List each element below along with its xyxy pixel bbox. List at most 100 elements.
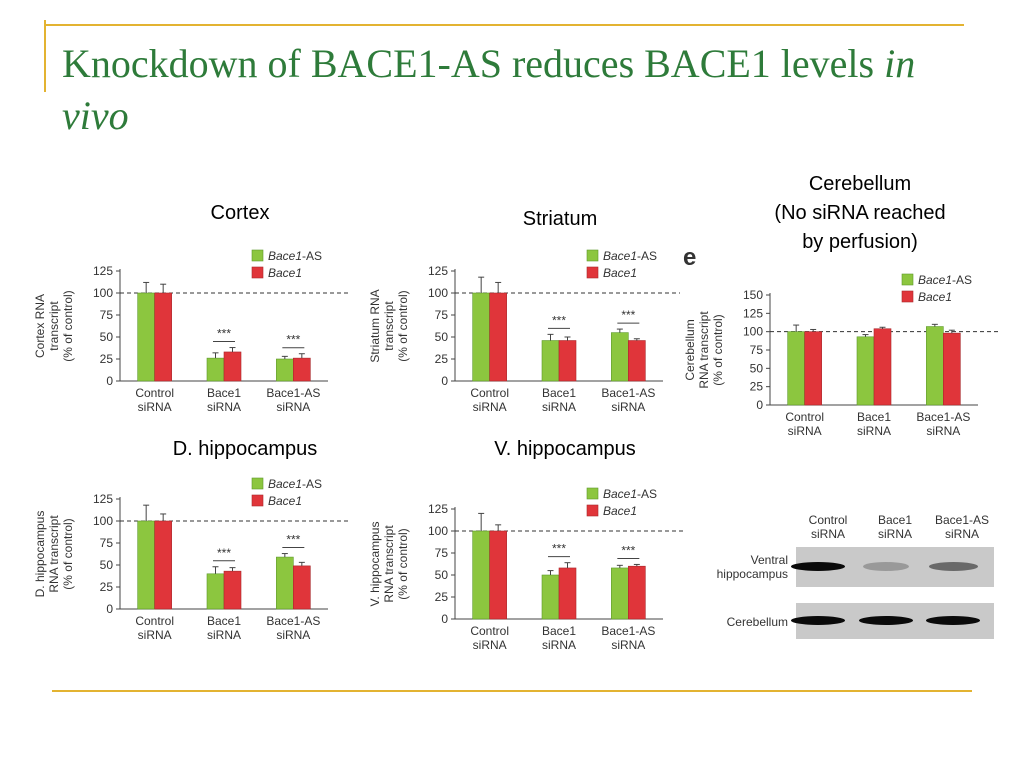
legend-label-2: Bace1 — [603, 266, 637, 280]
y-tick-label-1: 25 — [100, 352, 114, 366]
bar-cortex-1-bace1 — [154, 292, 172, 382]
y-tick-label-0: 0 — [106, 374, 113, 388]
blot-band-row1-lane1 — [791, 562, 845, 571]
x-tick-label-2-line-2: siRNA — [857, 424, 891, 438]
legend-label-1: Bace1-AS — [603, 249, 657, 263]
x-tick-label-1-line-2: siRNA — [473, 400, 507, 414]
x-tick-label-2-line-2: siRNA — [542, 400, 576, 414]
bar-cerebellum-3-bace1 — [943, 332, 961, 406]
y-axis-label-line-3: (% of control) — [711, 314, 725, 385]
x-tick-label-3-line-2: siRNA — [926, 424, 960, 438]
significance-label-3: *** — [286, 533, 300, 547]
x-tick-label-2-line-1: Bace1 — [207, 614, 241, 628]
x-tick-label-1-line-2: siRNA — [138, 400, 172, 414]
bar-striatum-2-bace1 — [558, 340, 577, 382]
x-tick-label-3-line-1: Bace1-AS — [266, 614, 320, 628]
blot-row-label-1-line2: hippocampus — [716, 567, 788, 581]
x-tick-label-1-line-2: siRNA — [473, 638, 507, 652]
bar-d_hippocampus-1-bace1-as — [137, 520, 155, 610]
y-tick-label-3: 75 — [100, 536, 114, 550]
x-tick-label-1-line-1: Control — [135, 386, 174, 400]
x-tick-label-3-line-2: siRNA — [611, 638, 645, 652]
bar-cerebellum-1-bace1-as — [787, 331, 805, 406]
x-tick-label-3-line-2: siRNA — [276, 628, 310, 642]
legend-label-2: Bace1 — [268, 266, 302, 280]
x-tick-label-3-line-1: Bace1-AS — [601, 386, 655, 400]
blot-band-row2-lane1 — [791, 616, 845, 625]
bar-cortex-3-bace1-as — [276, 358, 294, 382]
y-axis-label-line-3: (% of control) — [61, 518, 75, 589]
caption-cerebellum: Cerebellum (No siRNA reached by perfusio… — [735, 170, 985, 257]
blot-strip-ventral-hippocampus — [791, 547, 994, 587]
legend-label-2: Bace1 — [268, 494, 302, 508]
blot-row-label-1-line1: Ventral — [750, 553, 788, 567]
blot-col-header-2-line2: siRNA — [877, 527, 912, 541]
bar-d_hippocampus-2-bace1 — [223, 570, 242, 610]
caption-v-hippocampus: V. hippocampus — [494, 438, 636, 460]
y-axis-label-line-3: (% of control) — [61, 290, 75, 361]
y-axis-label-line-2: transcript — [47, 301, 61, 351]
x-tick-label-1-line-1: Control — [135, 614, 174, 628]
bar-striatum-3-bace1-as — [611, 332, 629, 382]
y-axis-label-line-1: Cortex RNA — [33, 294, 47, 358]
x-tick-label-3-line-2: siRNA — [611, 400, 645, 414]
x-tick-label-3-line-1: Bace1-AS — [916, 410, 970, 424]
blot-col-header-1: Control siRNA — [788, 513, 868, 541]
x-tick-label-2-line-2: siRNA — [542, 638, 576, 652]
significance-label-2: *** — [217, 327, 231, 341]
y-tick-label-1: 25 — [100, 580, 114, 594]
blot-row-label-cerebellum: Cerebellum — [700, 615, 788, 629]
y-tick-label-3: 75 — [435, 546, 449, 560]
legend-label-1: Bace1-AS — [268, 477, 322, 491]
y-tick-label-0: 0 — [441, 374, 448, 388]
y-tick-label-4: 100 — [428, 286, 448, 300]
significance-label-2: *** — [552, 313, 566, 327]
y-tick-label-2: 50 — [100, 558, 114, 572]
legend-swatch-2 — [586, 266, 599, 279]
y-tick-label-4: 100 — [428, 524, 448, 538]
blot-row-label-ventral-hippocampus: Ventral hippocampus — [700, 553, 788, 581]
x-tick-label-2-line-1: Bace1 — [857, 410, 891, 424]
caption-cerebellum-line2: (No siRNA reached — [774, 202, 946, 224]
x-tick-label-2-line-2: siRNA — [207, 400, 241, 414]
bar-striatum-3-bace1 — [628, 340, 646, 382]
y-tick-label-3: 75 — [100, 308, 114, 322]
x-tick-label-3-line-1: Bace1-AS — [266, 386, 320, 400]
bar-cerebellum-3-bace1-as — [926, 326, 944, 406]
y-tick-label-5: 125 — [428, 264, 448, 278]
legend-swatch-2 — [586, 504, 599, 517]
y-tick-label-5: 125 — [428, 502, 448, 516]
significance-label-3: *** — [621, 543, 635, 557]
legend-swatch-2 — [251, 494, 264, 507]
y-axis-label-line-1: D. hippocampus — [33, 511, 47, 598]
legend-swatch-1 — [586, 487, 599, 500]
frame-bottom-rule — [52, 690, 972, 692]
significance-label-2: *** — [217, 546, 231, 560]
y-tick-label-0: 0 — [441, 612, 448, 626]
caption-cerebellum-line3: by perfusion) — [802, 231, 918, 253]
bar-cortex-2-bace1-as — [206, 357, 225, 382]
blot-col-header-1-line1: Control — [808, 513, 848, 527]
bar-cortex-3-bace1 — [293, 357, 311, 382]
bar-cerebellum-1-bace1 — [804, 331, 822, 406]
bar-v_hippocampus-1-bace1 — [489, 530, 507, 620]
y-axis-label-line-1: Striatum RNA — [368, 289, 382, 362]
y-tick-label-5: 125 — [93, 492, 113, 506]
y-axis-label-line-1: Cerebellum — [683, 319, 697, 380]
y-tick-label-6: 150 — [743, 288, 763, 302]
y-axis-label-line-2: RNA transcript — [382, 525, 396, 603]
x-tick-label-3-line-2: siRNA — [276, 400, 310, 414]
legend-swatch-1 — [586, 249, 599, 262]
x-tick-label-2-line-1: Bace1 — [207, 386, 241, 400]
y-tick-label-4: 100 — [93, 286, 113, 300]
y-tick-label-0: 0 — [756, 398, 763, 412]
blot-col-header-3-line1: Bace1-AS — [934, 513, 990, 527]
y-tick-label-4: 100 — [93, 514, 113, 528]
blot-band-row1-lane2 — [862, 562, 910, 571]
y-axis-label-line-3: (% of control) — [396, 290, 410, 361]
caption-cerebellum-line1: Cerebellum — [808, 173, 912, 195]
blot-band-row2-lane2 — [859, 616, 913, 625]
